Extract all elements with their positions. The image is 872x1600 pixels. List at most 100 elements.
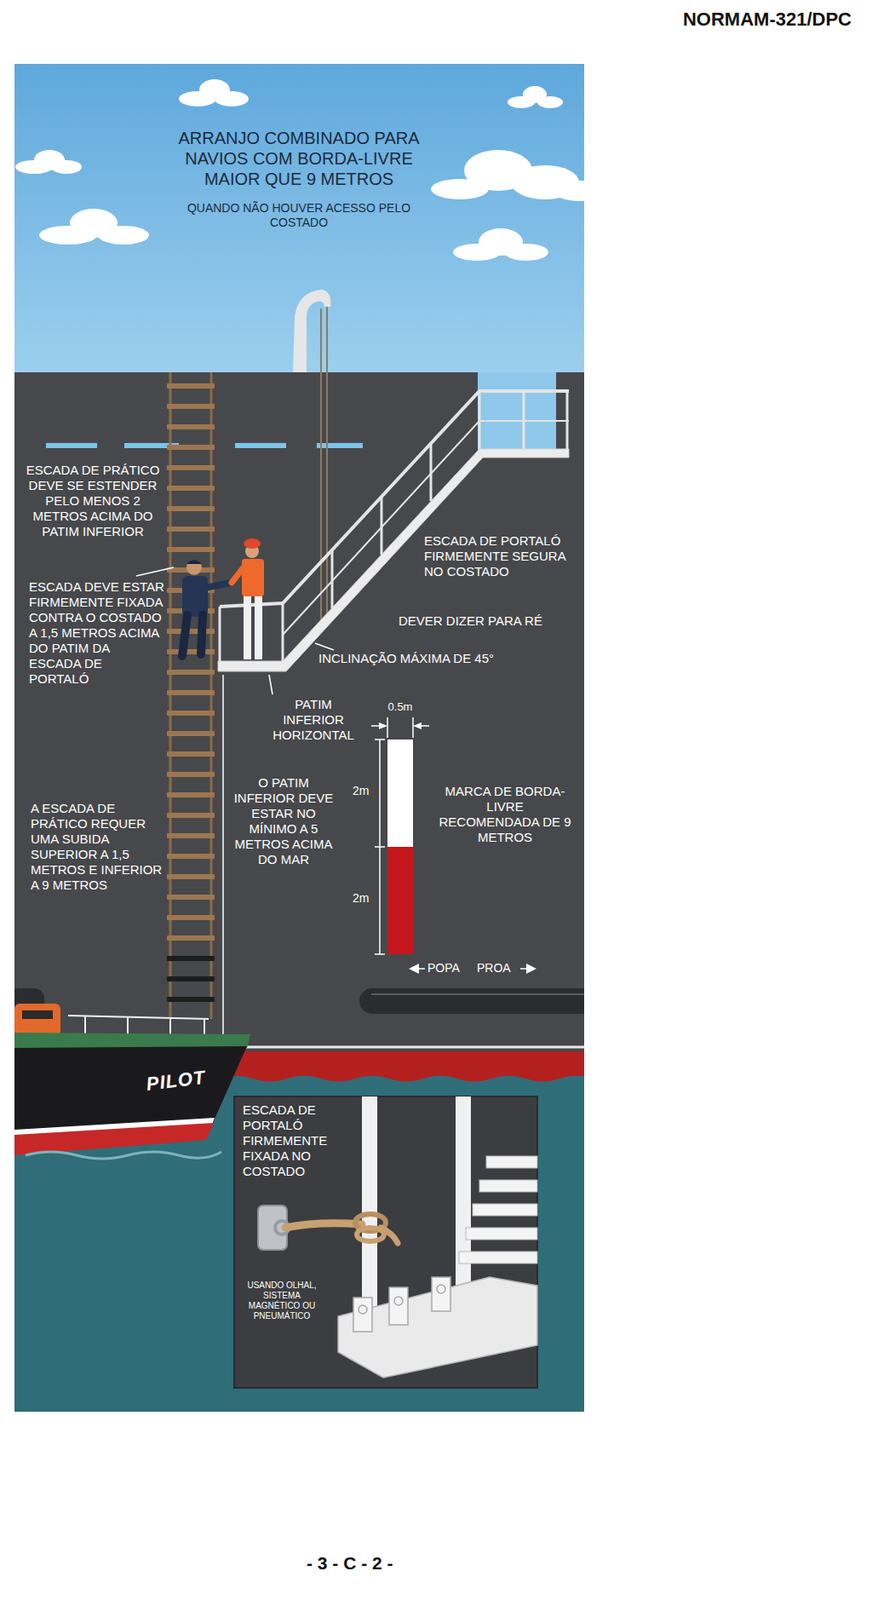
sky xyxy=(14,63,585,373)
freeboard-mark xyxy=(413,722,422,729)
inset-illustration xyxy=(436,1284,446,1293)
freeboard-mark xyxy=(371,724,380,727)
inset-illustration xyxy=(353,1296,373,1331)
accommodation-ladder xyxy=(380,496,384,555)
ladder-rung xyxy=(166,546,215,552)
pilot-boat xyxy=(14,1003,251,1159)
davit-rope xyxy=(321,306,327,632)
direction-label: PROA xyxy=(476,960,511,976)
ladder-rung xyxy=(166,730,215,736)
freeboard-mark xyxy=(408,963,419,974)
accommodation-ladder xyxy=(331,549,334,609)
ladder-rung xyxy=(166,628,215,634)
pilot-boat xyxy=(68,1015,209,1036)
callout-text: MARCA DE BORDA-LIVRE RECOMENDADA DE 9 ME… xyxy=(436,783,574,845)
pilot-boat xyxy=(25,1151,222,1159)
page-header: NORMAM-321/DPC xyxy=(596,8,852,31)
inset-illustration xyxy=(358,1304,368,1314)
pilot-boat xyxy=(169,1017,172,1035)
freeboard-mark xyxy=(386,717,389,738)
pilot-figure xyxy=(182,614,188,656)
ladder-rung xyxy=(166,526,215,532)
ladder-rung xyxy=(166,975,215,981)
accommodation-ladder xyxy=(282,420,569,635)
freeboard-mark xyxy=(387,846,414,954)
ladder-rung xyxy=(166,771,215,777)
ladder-rung xyxy=(166,832,215,838)
dimension: 2m xyxy=(352,890,369,906)
ladder-rung xyxy=(166,935,215,941)
ladder-rung xyxy=(166,812,215,818)
inset-note: USANDO OLHAL, SISTEMA MAGNÉTICO OU PNEUM… xyxy=(239,1279,325,1321)
pilot-figure xyxy=(200,614,203,654)
hull-window xyxy=(316,442,363,448)
ship-hull xyxy=(14,372,585,1054)
ladder-rung xyxy=(166,444,215,450)
inset-illustration xyxy=(361,1095,378,1325)
pilot-boat xyxy=(84,1015,87,1034)
inset-illustration xyxy=(234,1095,538,1388)
freeboard-mark xyxy=(374,738,385,741)
pilot-boat xyxy=(22,1009,53,1019)
inset-illustration xyxy=(380,1227,398,1243)
accommodation-ladder xyxy=(218,606,222,661)
boat-name: PILOT xyxy=(144,1066,207,1096)
freeboard-mark xyxy=(378,722,388,729)
crew-figure xyxy=(243,538,261,549)
callout-text: INCLINAÇÃO MÁXIMA DE 45° xyxy=(318,650,574,666)
pilot-boat xyxy=(14,1003,61,1036)
dimension: 0.5m xyxy=(383,699,418,714)
pilot-boat xyxy=(14,1122,214,1155)
inset-illustration xyxy=(458,1155,538,1263)
ladder-rung xyxy=(166,648,215,654)
sea xyxy=(14,1075,585,1412)
freeboard-mark xyxy=(526,963,537,974)
davit-rope xyxy=(320,308,322,632)
cloud xyxy=(15,79,585,261)
accommodation-ladder xyxy=(281,602,285,661)
page-number: - 3 - C - 2 - xyxy=(306,1551,394,1573)
inset-illustration xyxy=(465,1227,538,1240)
accommodation-ladder xyxy=(218,390,569,672)
freeboard-mark xyxy=(420,724,430,727)
ladder-rung xyxy=(166,751,215,757)
ladder-rung xyxy=(166,996,215,1002)
davit-rope xyxy=(326,306,328,627)
crew-figure xyxy=(231,538,264,660)
hull-window xyxy=(45,442,98,448)
pilot-boat xyxy=(126,1015,129,1034)
callout-text: PATIM INFERIOR HORIZONTAL xyxy=(265,696,362,743)
inset-illustration xyxy=(394,1296,403,1305)
ladder-rung xyxy=(166,383,215,389)
cloud xyxy=(214,91,249,107)
deck-opening xyxy=(477,372,557,451)
cloud xyxy=(537,96,563,109)
ladder-rung xyxy=(166,464,215,471)
pilot-figure xyxy=(186,559,202,564)
pilot-ladder xyxy=(166,372,215,1019)
inset-heading: ESCADA DE PORTALÓ FIRMEMENTE FIXADA NO C… xyxy=(242,1101,350,1179)
callout-text: O PATIM INFERIOR DEVE ESTAR NO MÍNIMO A … xyxy=(226,774,341,867)
fender-pipe xyxy=(371,992,585,995)
ladder-rung xyxy=(166,403,215,409)
fender-pipe xyxy=(14,987,585,1014)
hull-window xyxy=(235,442,287,448)
accommodation-ladder xyxy=(430,442,433,501)
ladder-rung xyxy=(166,853,215,859)
ladder-rung xyxy=(166,791,215,798)
callout-text: DEVER DIZER PARA RÉ xyxy=(398,613,578,629)
inset-illustration xyxy=(353,1276,451,1331)
ladder-rung xyxy=(166,914,215,920)
leader-line xyxy=(315,642,334,650)
accommodation-ladder xyxy=(522,390,526,449)
pilot-figure xyxy=(186,559,202,575)
pilot-boat xyxy=(68,1015,209,1019)
leader-line xyxy=(222,674,224,1041)
pilot-figure xyxy=(204,582,232,588)
ladder-rung xyxy=(166,669,215,675)
callout-text: ESCADA DEVE ESTAR FIRMEMENTE FIXADA CONT… xyxy=(28,579,166,687)
callout-text: ESCADA DE PRÁTICO DEVE SE ESTENDER PELO … xyxy=(20,462,166,540)
ladder-rung xyxy=(166,689,215,695)
ladder-rung xyxy=(166,710,215,716)
